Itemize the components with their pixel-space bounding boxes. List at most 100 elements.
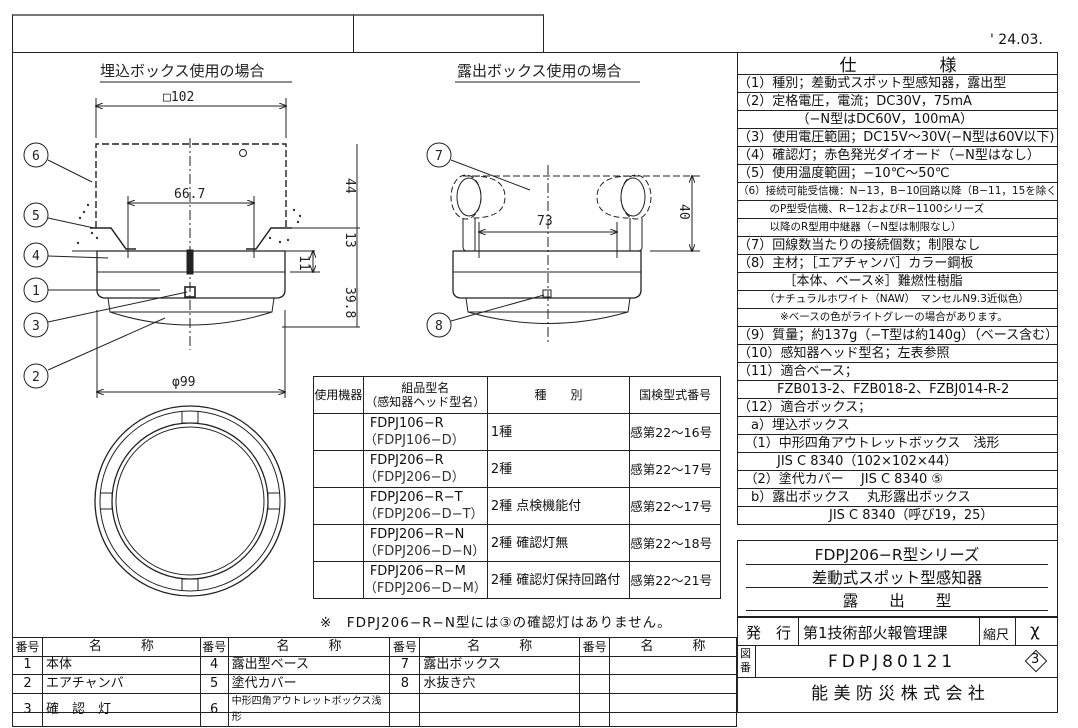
svg-text:5: 5 — [32, 209, 40, 224]
part-name: 露出ボックス — [419, 655, 581, 675]
spec-row: JIS C 8340（呼び19，25） — [737, 507, 1058, 525]
kind-cell: 2種 確認灯無 — [486, 524, 631, 562]
head-model-name: （FDPJ206−D） — [363, 470, 465, 485]
approval-cell: 感第22〜16号 — [629, 413, 721, 451]
part-name: 確 認 灯 — [41, 692, 201, 727]
balloon-7: 7 — [426, 142, 531, 191]
approval-cell: 感第22〜17号 — [629, 487, 721, 525]
balloon-3: 3 — [23, 291, 188, 338]
svg-text:7: 7 — [435, 149, 443, 164]
drawing-number: FDPJ80121 — [828, 652, 957, 672]
product-note: ※ FDPJ206−R−N型には③の確認灯はありません。 — [320, 615, 672, 631]
product-row: FDPJ206−R−M（FDPJ206−D−M）2種 確認灯保持回路付感第22〜… — [313, 561, 721, 599]
parts-header-no: 番号 — [199, 637, 229, 657]
part-number — [579, 674, 611, 694]
spec-row: a）埋込ボックス — [737, 417, 1058, 435]
head-model-name: （FDPJ206−D−N） — [363, 544, 486, 559]
head-model-name: （FDPJ106−D） — [363, 433, 465, 448]
part-number: 8 — [389, 674, 421, 694]
svg-text:2: 2 — [32, 370, 40, 385]
issuer: 第1技術部火報管理課 — [803, 624, 948, 642]
part-number: 6 — [199, 692, 229, 727]
spec-row: （2）定格電圧，電流；DC30V，75mA — [737, 93, 1058, 111]
spec-row: （6）接続可能受信機：N−13，B−10回路以降（B−11，15を除く） — [737, 183, 1058, 201]
svg-text:8: 8 — [435, 319, 443, 334]
parts-header-no: 番号 — [579, 637, 611, 657]
balloon-5: 5 — [23, 202, 95, 229]
svg-text:6: 6 — [32, 149, 40, 164]
kind: 2種 — [490, 461, 513, 477]
parts-header-name: 名 称 — [41, 637, 201, 657]
approval-number: 感第22〜17号 — [630, 498, 713, 514]
part-number — [579, 692, 611, 727]
product-row: FDPJ106−R（FDPJ106−D）1種感第22〜16号 — [313, 413, 721, 451]
issuer-label: 発 行 — [746, 624, 792, 642]
model-cell: FDPJ206−R（FDPJ206−D） — [362, 450, 488, 488]
col-kind: 種 別 — [486, 376, 631, 414]
approval-cell: 感第22〜21号 — [629, 561, 721, 599]
parts-header-name: 名 称 — [609, 637, 737, 657]
spec-row: （8）主材；［エアチャンバ］カラー鋼板 — [737, 255, 1058, 273]
kind: 2種 点検機能付 — [490, 498, 582, 514]
dim-height: 39.8 — [342, 287, 357, 318]
spec-row: b）露出ボックス 丸形露出ボックス — [737, 489, 1058, 507]
part-number: 2 — [12, 674, 43, 694]
spec-row: （2）塗代カバー JIS C 8340 ⑤ — [737, 471, 1058, 489]
bottom-view — [94, 405, 286, 597]
spec-row: （7）回線数当たりの接続個数；制限なし — [737, 237, 1058, 255]
col-model: 組品型名 （感知器ヘッド型名） — [362, 376, 488, 414]
dim-inner: 66.7 — [174, 187, 205, 202]
dim-cover: 13 — [342, 232, 357, 248]
model-name: FDPJ206−R−M — [369, 564, 466, 579]
spec-title-right: 様 — [939, 55, 957, 76]
kind: 2種 確認灯無 — [490, 535, 569, 551]
model-cell: FDPJ206−R−T（FDPJ206−D−T） — [362, 487, 488, 525]
balloon-6: 6 — [23, 142, 93, 183]
company-name: 能 美 防 災 株 式 会 社 — [737, 677, 1058, 713]
part-number — [579, 655, 611, 675]
part-number: 3 — [12, 692, 43, 727]
kind: 2種 確認灯保持回路付 — [490, 572, 621, 588]
spec-row: JIS C 8340（102×102×44） — [737, 453, 1058, 471]
device-cell — [313, 487, 364, 525]
model-name: FDPJ206−R−N — [369, 527, 465, 542]
spec-row: （12）適合ボックス； — [737, 399, 1058, 417]
balloon-1: 1 — [23, 277, 160, 303]
product-row: FDPJ206−R−N （FDPJ206−D−N） 2種 確認灯無 感第22〜18号 — [313, 524, 721, 562]
spec-row: （3）使用電圧範囲；DC15V〜30V(−N型は60V以下) — [737, 129, 1058, 147]
spec-row: （4）確認灯；赤色発光ダイオード（−N型はなし） — [737, 147, 1058, 165]
revision-number: 3 — [1031, 652, 1040, 667]
spec-row: （−N型はDC60V，100mA） — [737, 111, 1058, 129]
model-cell: FDPJ106−R（FDPJ106−D） — [362, 413, 488, 451]
approval-number: 感第22〜16号 — [630, 424, 713, 440]
spec-row: （ナチュラルホワイト（NAW） マンセルN9.3近似色） — [737, 291, 1058, 309]
part-name — [609, 674, 737, 694]
part-name — [609, 655, 737, 675]
spec-row: 以降のR型用中継器（−N型は制限なし） — [737, 219, 1058, 237]
kind-cell: 2種 点検機能付 — [486, 487, 631, 525]
drawing-no-label: 図番 — [740, 647, 751, 674]
device-cell — [313, 413, 364, 451]
title-block-series: FDPJ206−R型シリーズ 差動式スポット型感知器 露 出 型 — [737, 540, 1058, 617]
approval-cell: 感第22〜18号 — [629, 524, 721, 562]
svg-text:4: 4 — [32, 249, 40, 264]
dim-box-height: 44 — [342, 178, 357, 194]
col-device: 使用機器 — [313, 376, 364, 414]
parts-header-no: 番号 — [12, 637, 43, 657]
parts-header-name: 名 称 — [227, 637, 391, 657]
issuer-row: 発 行 第1技術部火報管理課 縮尺 χ — [737, 617, 1058, 646]
kind-cell: 2種 確認灯保持回路付 — [486, 561, 631, 599]
part-name: 塗代カバー — [227, 674, 391, 694]
approval-number: 感第22〜18号 — [630, 535, 713, 551]
spec-row: FZB013-2、FZB018-2、FZBJ014-R-2 — [737, 381, 1058, 399]
model-cell: FDPJ206−R−M（FDPJ206−D−M） — [362, 561, 488, 599]
parts-header-no: 番号 — [389, 637, 421, 657]
detector-body — [96, 250, 286, 299]
balloon-4: 4 — [23, 242, 109, 268]
device-cell — [313, 561, 364, 599]
approval-number: 感第22〜21号 — [630, 572, 713, 588]
balloon-8: 8 — [426, 294, 545, 338]
device-cell — [313, 450, 364, 488]
